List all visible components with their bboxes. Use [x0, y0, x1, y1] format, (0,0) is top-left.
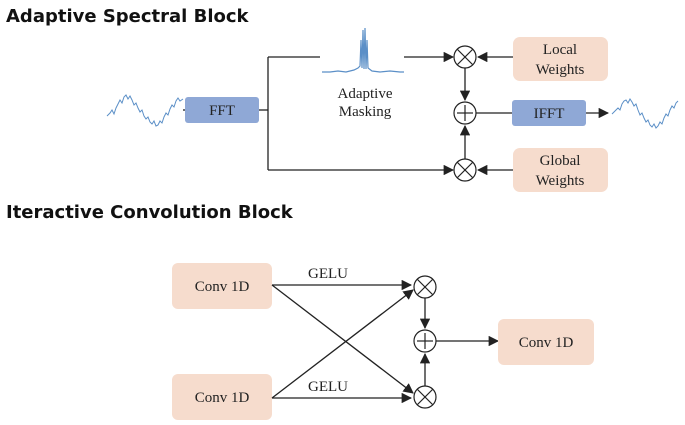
- global-weights-line1: Global: [540, 153, 581, 169]
- conv-top-label: Conv 1D: [195, 279, 250, 295]
- spectral-block-title: Adaptive Spectral Block: [6, 6, 250, 27]
- spectrum-icon: [322, 27, 404, 73]
- masking-label-line2: Masking: [339, 104, 392, 120]
- gelu-bottom-label: GELU: [308, 379, 348, 395]
- convolution-block-title: Iteractive Convolution Block: [6, 202, 294, 223]
- conv-out-label: Conv 1D: [519, 335, 574, 351]
- ifft-label: IFFT: [534, 106, 565, 122]
- multiply-icon: [413, 275, 437, 299]
- conv-top-box: [172, 263, 272, 309]
- masking-label-line1: Adaptive: [338, 86, 393, 102]
- add-icon: [413, 329, 437, 353]
- global-weights-box: [513, 148, 608, 192]
- local-weights-line2: Weights: [536, 62, 585, 78]
- conv-bottom-label: Conv 1D: [195, 390, 250, 406]
- multiply-icon: [453, 45, 477, 69]
- ifft-box: [512, 100, 586, 126]
- multiply-icon: [453, 158, 477, 182]
- input-signal-icon: [106, 94, 184, 127]
- gelu-top-label: GELU: [308, 266, 348, 282]
- fft-label: FFT: [209, 103, 235, 119]
- local-weights-line1: Local: [543, 42, 577, 58]
- add-icon: [453, 101, 477, 125]
- output-signal-icon: [611, 98, 679, 129]
- global-weights-line2: Weights: [536, 173, 585, 189]
- conv-bottom-box: [172, 374, 272, 420]
- local-weights-box: [513, 37, 608, 81]
- fft-box: [185, 97, 259, 123]
- conv-out-box: [498, 319, 594, 365]
- multiply-icon: [413, 385, 437, 409]
